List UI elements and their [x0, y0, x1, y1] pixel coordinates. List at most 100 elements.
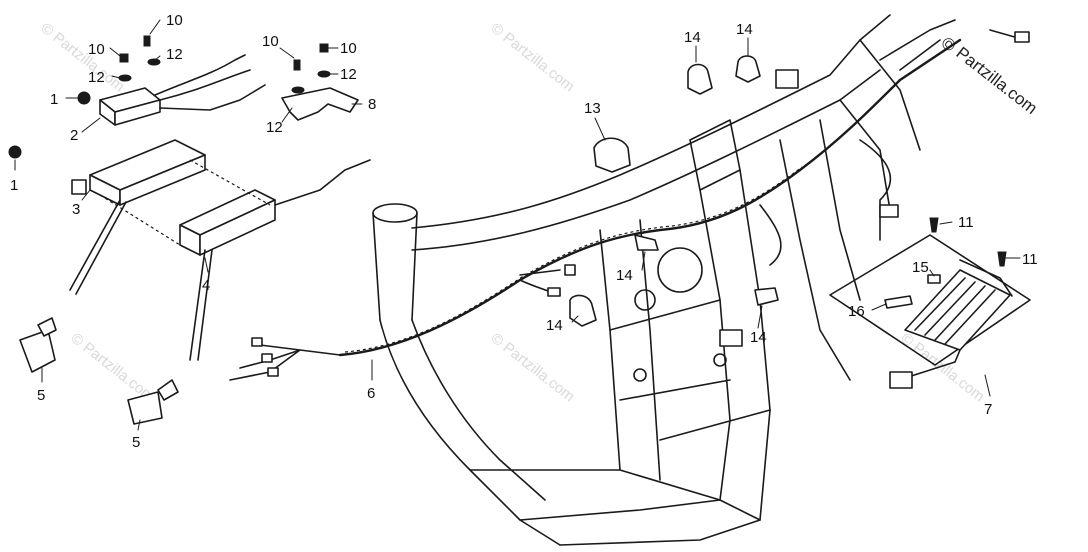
callout-11: 11	[958, 214, 974, 231]
callout-5: 5	[37, 387, 45, 404]
frame-mount-boss	[657, 247, 703, 293]
plug-cap-a-top	[37, 317, 57, 337]
head-tube-top	[372, 203, 418, 223]
callout-4: 4	[202, 277, 210, 294]
frame-mount-hole	[633, 368, 647, 382]
regulator-group-outline	[829, 234, 1031, 366]
harness-clamp	[735, 55, 761, 83]
callout-10: 10	[88, 41, 105, 58]
head-tube	[372, 212, 418, 321]
callout-labels: 10 10 12 12 1 2 1 3 4 5 5 10 10 12 12 8 …	[10, 12, 1038, 451]
coil-4-lead	[189, 249, 213, 361]
callout-14: 14	[750, 329, 767, 346]
frame-rear-section	[779, 119, 861, 381]
harness-clamps	[569, 55, 779, 327]
ignition-coil-3	[69, 139, 206, 295]
callout-1: 1	[10, 177, 18, 194]
bracket-8	[281, 87, 359, 121]
bolt-10	[143, 35, 151, 47]
frame-backbone-lower	[411, 69, 881, 251]
wire-harness	[229, 19, 1030, 381]
callout-10: 10	[340, 40, 357, 57]
coil-3-lead	[75, 201, 127, 295]
regulator-body	[904, 269, 1011, 351]
coil-4-wire	[274, 159, 371, 206]
spark-unit-2	[99, 54, 266, 126]
bolt-11	[929, 217, 939, 233]
watermark: © Partzilla.com	[488, 20, 578, 96]
harness-clamp	[754, 287, 779, 306]
washer-12	[147, 58, 161, 66]
frame-mount-hole	[713, 353, 727, 367]
regulator-rectifier-7	[829, 234, 1031, 389]
screw-15	[927, 274, 941, 284]
frame-rear-downtube	[699, 169, 771, 521]
frame-mount-hole	[634, 289, 656, 311]
spark-unit-side	[114, 99, 161, 126]
callout-11: 11	[1022, 251, 1038, 268]
callout-6: 6	[367, 385, 375, 402]
callout-14: 14	[616, 267, 633, 284]
brand-name: Partzilla.com	[953, 43, 1041, 118]
harness-connector	[261, 353, 273, 363]
ignition-coil-4	[179, 159, 371, 361]
nut-1	[8, 145, 22, 159]
fasteners	[8, 35, 1007, 309]
washer-12	[291, 86, 305, 94]
frame-bottom-rail	[469, 469, 761, 546]
bolt-16	[884, 295, 913, 309]
frame	[372, 14, 921, 546]
harness-connector	[1014, 31, 1030, 43]
harness-connector	[547, 287, 561, 297]
callout-2: 2	[70, 127, 78, 144]
callout-12: 12	[340, 66, 357, 83]
harness-wrap	[344, 166, 803, 353]
callout-1: 1	[50, 91, 58, 108]
callout-14: 14	[736, 21, 753, 38]
bolt-10	[119, 53, 129, 63]
harness-front-leads	[229, 344, 341, 381]
coil-strap	[99, 159, 271, 246]
harness-connector	[267, 367, 279, 377]
leader-lines	[14, 19, 1021, 431]
watermark: © Partzilla.com	[68, 330, 158, 406]
harness-connector	[879, 204, 899, 218]
nut-1	[77, 91, 91, 105]
harness-clamp	[569, 294, 597, 327]
callout-10: 10	[166, 12, 183, 29]
watermark: © Partzilla.com	[488, 330, 578, 406]
callout-10: 10	[262, 33, 279, 50]
spark-plug-cap-b	[127, 379, 179, 425]
regulator-mount	[959, 259, 1013, 297]
coil-4-body-side	[199, 199, 276, 256]
bolt-10	[319, 43, 329, 53]
callout-12: 12	[266, 119, 283, 136]
harness-clamp	[687, 63, 713, 95]
harness-main	[338, 38, 962, 357]
down-tube-inner	[411, 319, 546, 501]
regulator-coupler	[889, 371, 913, 389]
callout-13: 13	[584, 100, 601, 117]
washer-12	[118, 74, 132, 82]
callout-8: 8	[368, 96, 376, 113]
plug-cap-b-top	[157, 379, 179, 401]
callout-5: 5	[132, 434, 140, 451]
callout-15: 15	[912, 259, 929, 276]
watermarks: © Partzilla.com © Partzilla.com © Partzi…	[38, 20, 988, 406]
washer-12	[317, 70, 331, 78]
bolt-11	[997, 251, 1007, 267]
spark-unit-wire	[159, 84, 266, 111]
callout-16: 16	[848, 303, 865, 320]
harness-clamp-13	[593, 137, 631, 173]
spark-unit-wires	[154, 54, 251, 101]
harness-connector	[564, 264, 576, 276]
spark-plug-cap-a	[19, 317, 57, 373]
frame-center-tube	[599, 219, 661, 481]
callout-12: 12	[88, 69, 105, 86]
frame-bottom-rail-inner	[519, 499, 721, 521]
frame-crossmembers	[609, 299, 771, 441]
harness-rear-leads	[759, 139, 892, 266]
plug-cap-b-body	[127, 391, 163, 425]
frame-gusset	[689, 119, 741, 191]
